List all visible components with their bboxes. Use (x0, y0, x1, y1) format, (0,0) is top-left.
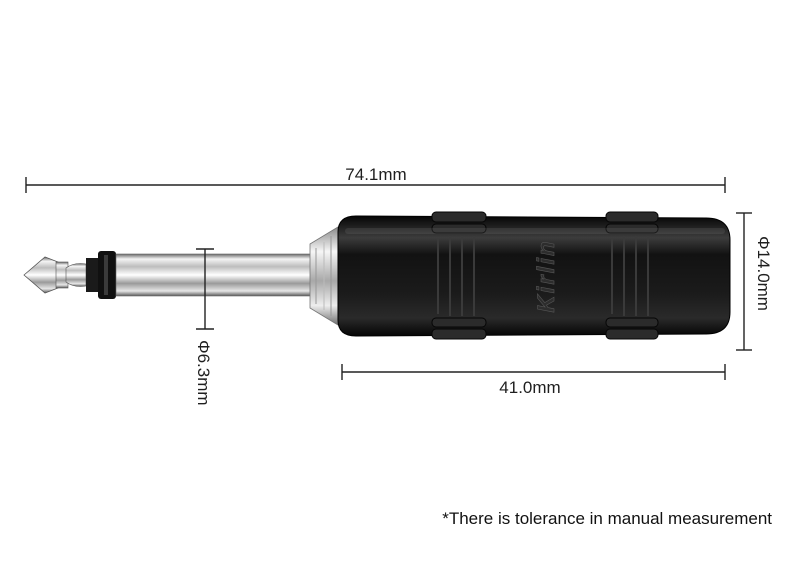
plug-sleeve (115, 253, 317, 297)
overall-length-dimension (25, 177, 726, 193)
plug-diameter-label: Φ6.3mm (194, 340, 213, 406)
plug-insulator (86, 251, 116, 299)
grip-rings-right (605, 211, 659, 340)
plug-diameter-dimension (196, 248, 214, 330)
connector-body (337, 211, 731, 340)
tolerance-note: *There is tolerance in manual measuremen… (442, 509, 772, 528)
body-length-label: 41.0mm (499, 378, 560, 397)
body-diameter-dimension (736, 212, 752, 351)
plug-tip (23, 256, 87, 294)
overall-length-label: 74.1mm (345, 165, 406, 184)
body-length-dimension (341, 364, 726, 380)
body-diameter-label: Φ14.0mm (754, 236, 773, 311)
plug-collar (309, 226, 339, 326)
brand-logo: Kirlin (533, 239, 560, 312)
grip-rings-left (431, 211, 487, 340)
